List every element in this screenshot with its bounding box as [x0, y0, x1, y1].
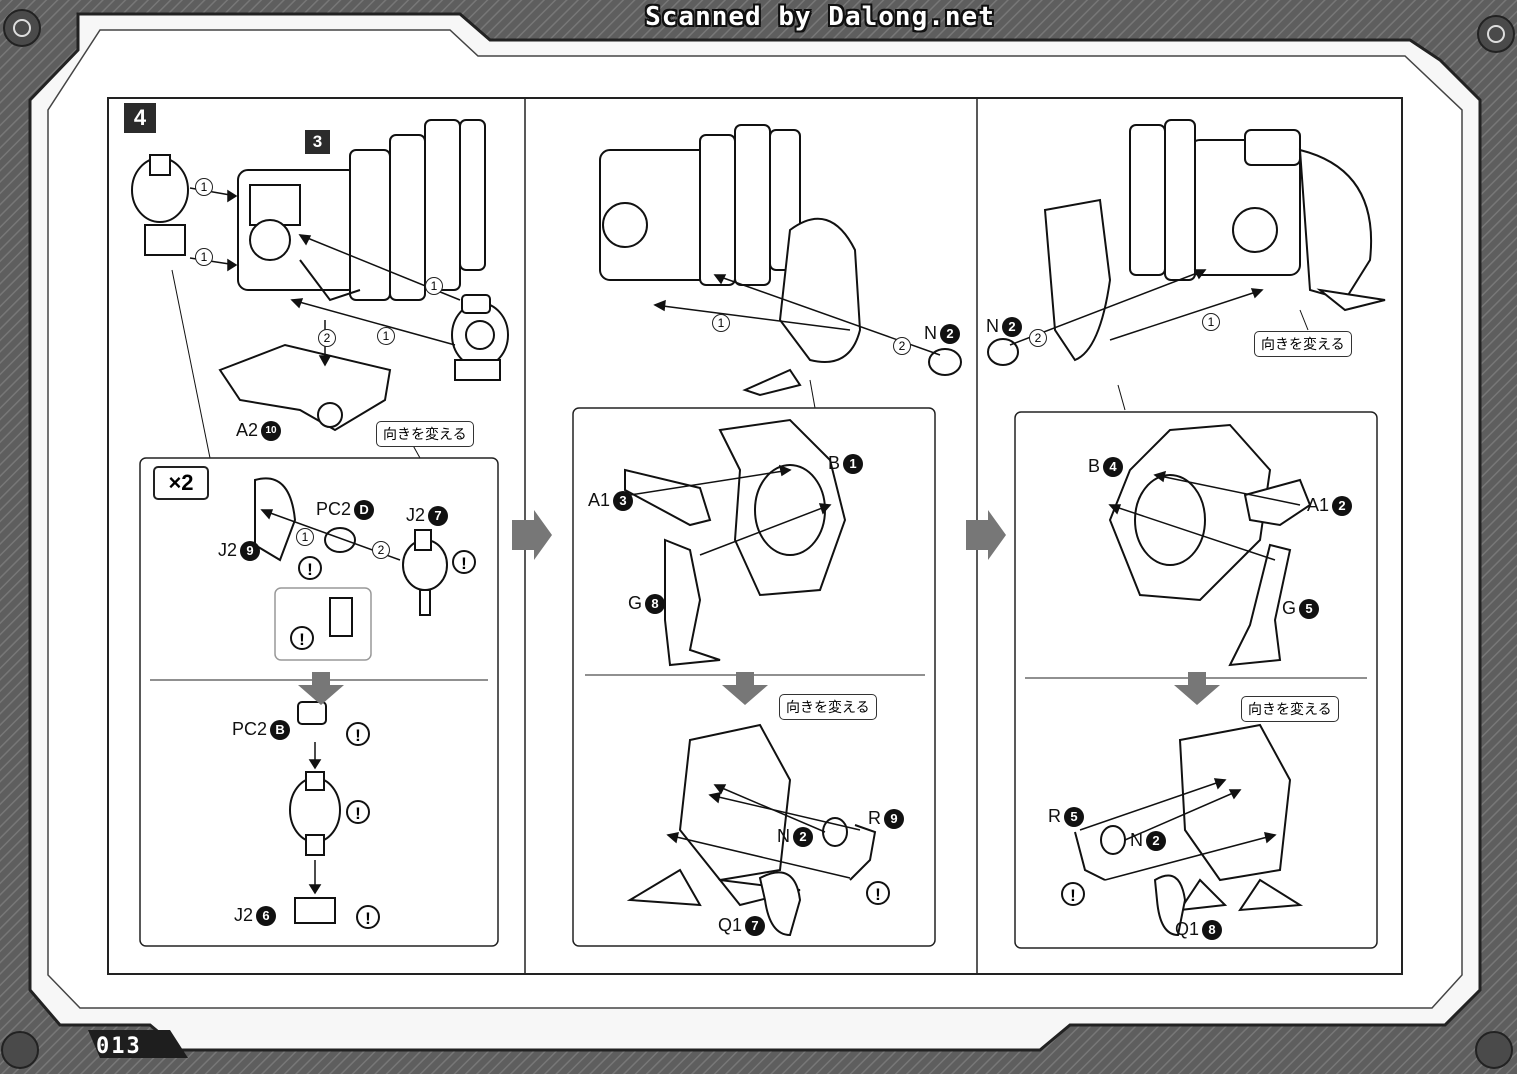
order-mark: 2	[1029, 329, 1047, 347]
turn-over-label: 向きを変える	[779, 694, 877, 720]
caution-icon: !	[866, 881, 890, 905]
order-mark: 2	[893, 337, 911, 355]
next-arrow	[512, 510, 552, 560]
next-arrow	[966, 510, 1006, 560]
turn-over-label: 向きを変える	[376, 421, 474, 447]
turn-over-label: 向きを変える	[1241, 696, 1339, 722]
caution-icon: !	[298, 556, 322, 580]
order-mark: 1	[195, 248, 213, 266]
order-mark: 2	[372, 541, 390, 559]
frame-parts-illustration	[624, 418, 877, 937]
base-part-illustration	[218, 343, 392, 432]
caution-icon: !	[1061, 882, 1085, 906]
caution-icon: !	[290, 626, 314, 650]
scan-watermark: Scanned by Dalong.net	[645, 2, 995, 32]
turn-over-label: 向きを変える	[1254, 331, 1352, 357]
subassembly-badge: 3	[305, 130, 330, 154]
order-mark: 1	[425, 277, 443, 295]
caution-icon: !	[452, 550, 476, 574]
order-mark: 1	[296, 528, 314, 546]
multiplier-badge: ×2	[153, 466, 209, 500]
order-mark: 1	[712, 314, 730, 332]
order-mark: 1	[1202, 313, 1220, 331]
joint-subparts-illustration	[254, 477, 448, 924]
step-number-badge: 4	[124, 103, 156, 133]
order-mark: 1	[377, 327, 395, 345]
caution-icon: !	[346, 722, 370, 746]
caution-icon: !	[346, 800, 370, 824]
order-mark: 2	[318, 329, 336, 347]
caution-icon: !	[356, 905, 380, 929]
torso-assembly-illustration	[237, 119, 486, 302]
torso-assembly-illustration	[599, 124, 962, 397]
torso-assembly-illustration	[987, 119, 1386, 366]
page-number: 013	[96, 1034, 142, 1059]
frame-parts-illustration	[1074, 423, 1312, 937]
joint-part-illustration-2	[451, 294, 509, 381]
joint-part-illustration	[131, 154, 189, 256]
order-mark: 1	[195, 178, 213, 196]
